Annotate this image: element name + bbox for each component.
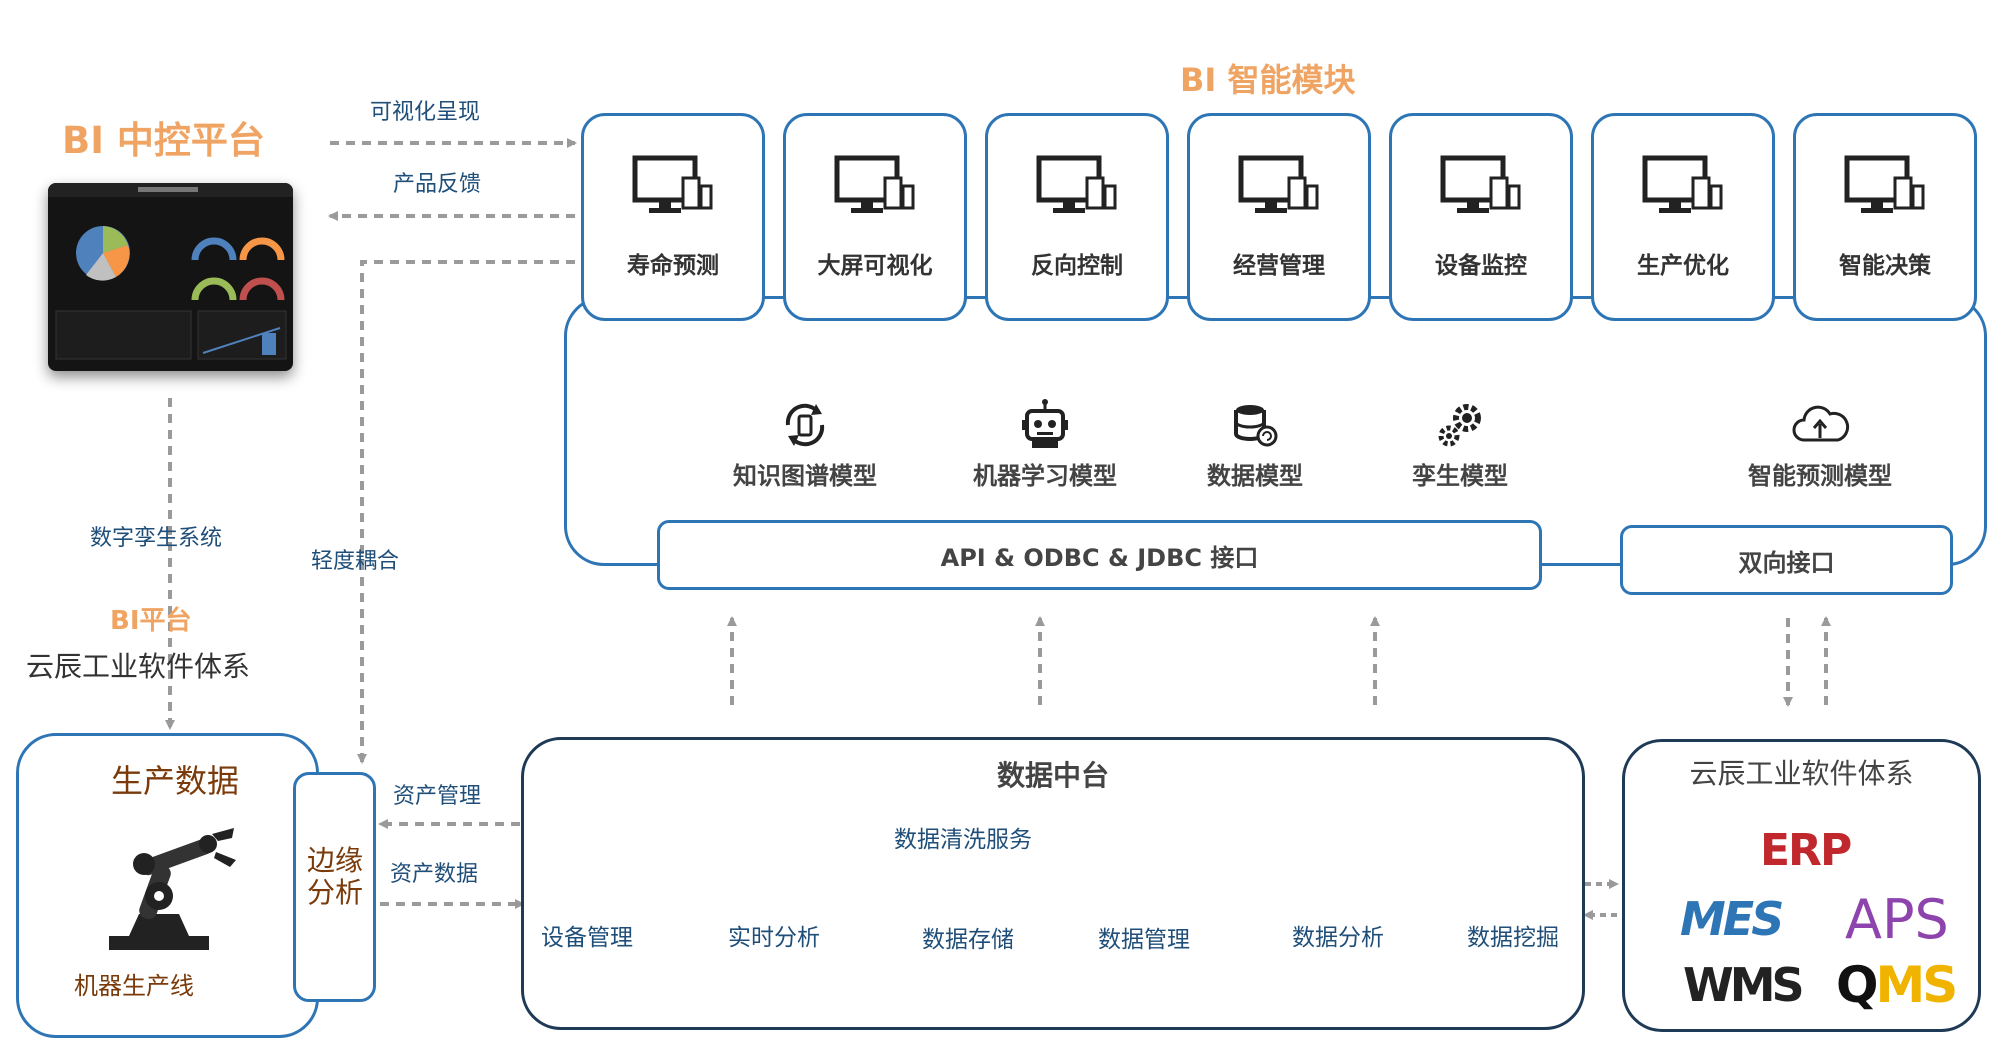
label-product-feedback: 产品反馈 — [393, 172, 482, 197]
data-platform-title: 数据中台 — [996, 759, 1109, 792]
module-reverse-control[interactable]: 反向控制 — [985, 113, 1169, 321]
monitor-devices-icon — [1440, 155, 1521, 213]
model-label: 孪生模型 — [1412, 462, 1508, 490]
module-label: 设备监控 — [1435, 253, 1527, 279]
model-knowledge-graph[interactable]: 知识图谱模型 — [720, 398, 890, 491]
bi-module-title: BI 智能模块 — [1180, 61, 1356, 99]
monitor-devices-icon — [632, 155, 713, 213]
flow-equipment-management[interactable]: 设备管理 — [541, 925, 633, 951]
monitor-devices-icon — [1844, 155, 1925, 213]
module-label: 生产优化 — [1637, 253, 1729, 279]
robot-icon — [1022, 399, 1068, 448]
module-label: 经营管理 — [1233, 253, 1325, 279]
model-twin[interactable]: 孪生模型 — [1375, 398, 1545, 491]
label-asset-management: 资产管理 — [393, 784, 482, 809]
bidirectional-interface-label: 双向接口 — [1738, 548, 1835, 577]
module-intelligent-decision[interactable]: 智能决策 — [1793, 113, 1977, 321]
arrow-light-coupling — [357, 260, 575, 764]
bidirectional-interface-bar[interactable]: 双向接口 — [1620, 525, 1953, 595]
flow-data-management[interactable]: 数据管理 — [1098, 927, 1190, 953]
label-light-coupling: 轻度耦合 — [311, 549, 400, 574]
flow-data-analysis[interactable]: 数据分析 — [1292, 925, 1384, 951]
model-label: 知识图谱模型 — [733, 462, 877, 490]
robot-arm-icon — [109, 828, 236, 950]
model-label: 智能预测模型 — [1748, 462, 1892, 490]
model-data[interactable]: 数据模型 — [1170, 398, 1340, 491]
dashboard-thumbnail — [48, 183, 293, 371]
monitor-devices-icon — [1238, 155, 1319, 213]
aps-logo[interactable]: APS — [1845, 888, 1949, 951]
production-line-label: 机器生产线 — [74, 972, 194, 1000]
monitor-devices-icon — [1036, 155, 1117, 213]
flow-data-storage[interactable]: 数据存储 — [922, 927, 1014, 953]
api-interface-label: API & ODBC & JDBC 接口 — [940, 543, 1259, 572]
bi-platform-label: BI平台 — [110, 606, 192, 636]
production-data-title: 生产数据 — [111, 762, 240, 800]
module-equipment-monitoring[interactable]: 设备监控 — [1389, 113, 1573, 321]
software-system-box: 云辰工业软件体系 — [1622, 739, 1981, 1032]
flow-data-mining[interactable]: 数据挖掘 — [1467, 925, 1559, 951]
edge-analysis-label: 边缘分析 — [306, 844, 363, 909]
module-business-management[interactable]: 经营管理 — [1187, 113, 1371, 321]
monitor-devices-icon — [834, 155, 915, 213]
wms-logo[interactable]: WMS — [1683, 958, 1805, 1012]
model-label: 数据模型 — [1207, 462, 1303, 490]
api-interface-bar[interactable]: API & ODBC & JDBC 接口 — [657, 520, 1542, 590]
module-label: 寿命预测 — [627, 253, 719, 279]
model-label: 机器学习模型 — [973, 462, 1117, 490]
module-label: 反向控制 — [1031, 253, 1123, 279]
flow-realtime-analysis[interactable]: 实时分析 — [728, 925, 820, 951]
bi-center-title: BI 中控平台 — [62, 119, 265, 162]
data-platform-box: 数据中台 — [521, 737, 1585, 1030]
label-asset-data: 资产数据 — [390, 862, 479, 887]
qms-logo[interactable]: QMS — [1836, 956, 1958, 1014]
qms-logo-text: QMS — [1836, 956, 1958, 1014]
refresh-phone-icon — [785, 403, 825, 447]
dashboard-preview-icon — [48, 183, 293, 360]
erp-logo[interactable]: ERP — [1760, 825, 1852, 876]
data-cleaning-service[interactable]: 数据清洗服务 — [894, 827, 1032, 853]
module-life-prediction[interactable]: 寿命预测 — [581, 113, 765, 321]
model-machine-learning[interactable]: 机器学习模型 — [960, 398, 1130, 491]
gears-icon — [1438, 404, 1481, 447]
module-production-optimization[interactable]: 生产优化 — [1591, 113, 1775, 321]
label-visual-presentation: 可视化呈现 — [370, 100, 481, 125]
module-label: 智能决策 — [1839, 253, 1931, 279]
mes-logo[interactable]: MES — [1680, 892, 1784, 946]
software-system-title: 云辰工业软件体系 — [1689, 757, 1914, 790]
production-data-box: 生产数据 机器生产线 — [16, 733, 319, 1038]
database-icon — [1234, 405, 1278, 447]
module-label: 大屏可视化 — [817, 253, 933, 279]
label-digital-twin-system: 数字孪生系统 — [90, 526, 223, 551]
monitor-devices-icon — [1642, 155, 1723, 213]
module-big-screen[interactable]: 大屏可视化 — [783, 113, 967, 321]
edge-analysis-box[interactable]: 边缘分析 — [293, 772, 376, 1002]
cloud-upload-icon — [1792, 405, 1850, 442]
model-intelligent-prediction[interactable]: 智能预测模型 — [1725, 398, 1915, 491]
yunchen-label: 云辰工业软件体系 — [26, 650, 251, 683]
